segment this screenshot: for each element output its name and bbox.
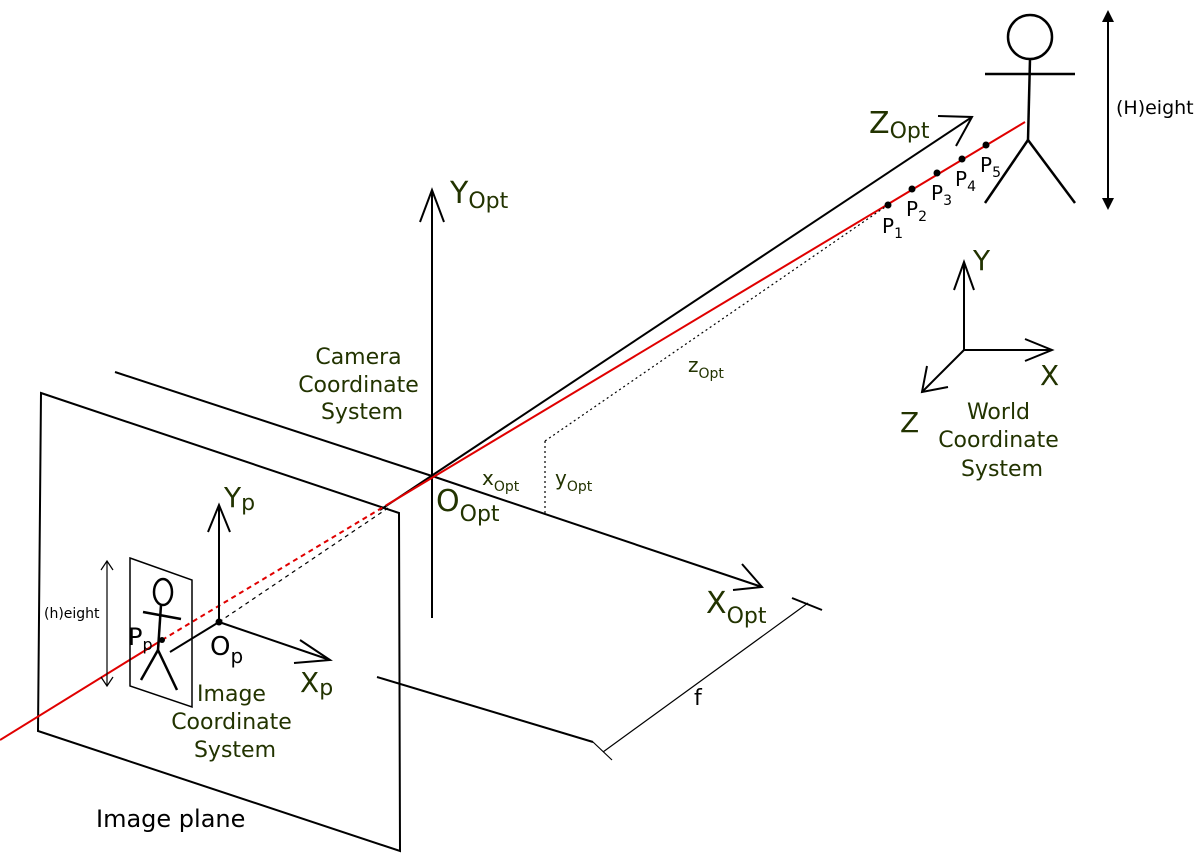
image-figure-head xyxy=(152,577,174,607)
image-origin-dot xyxy=(215,618,223,626)
p1-dotted-ray xyxy=(544,204,889,442)
image-origin-label: Op xyxy=(210,632,243,668)
world-figure-leg-right xyxy=(1026,139,1077,204)
camera-z-label: ZOpt xyxy=(869,106,930,144)
world-y-label: Y xyxy=(972,244,991,277)
point-p4-label: P4 xyxy=(955,167,976,195)
focal-tick-bottom xyxy=(592,741,613,761)
image-figure-leg-left xyxy=(139,649,160,681)
image-figure-body xyxy=(156,604,163,651)
image-height-arrowhead-bottom xyxy=(100,676,114,688)
world-height-arrowhead-top xyxy=(1102,10,1114,22)
image-height-arrowhead-top xyxy=(100,559,114,571)
camera-origin-label: OOpt xyxy=(436,484,500,527)
image-figure-arms xyxy=(142,610,182,621)
focal-length-label: f xyxy=(694,686,703,711)
world-system-label: World Coordinate System xyxy=(938,400,1066,482)
image-x-axis xyxy=(218,621,331,661)
point-p2 xyxy=(908,185,916,193)
point-p2-label: P2 xyxy=(906,197,927,225)
camera-y-label: YOpt xyxy=(449,176,509,214)
image-plane xyxy=(36,391,402,853)
world-x-label: X xyxy=(1040,359,1059,392)
camera-x-axis-back xyxy=(114,371,436,478)
image-system-label: Image Coordinate System xyxy=(171,682,299,763)
camera-system-label: Camera Coordinate System xyxy=(298,345,426,425)
point-p5-label: P5 xyxy=(980,153,1001,181)
image-figure-frame xyxy=(129,556,193,709)
focal-dimension-line xyxy=(602,602,809,753)
world-z-arrowhead xyxy=(920,365,949,394)
x-offset-label: xOpt xyxy=(482,466,520,495)
image-y-arrowhead xyxy=(207,502,231,533)
image-x-label: Xp xyxy=(300,666,333,701)
camera-x-label: XOpt xyxy=(706,586,767,629)
world-figure-leg-left xyxy=(983,139,1030,204)
point-p1 xyxy=(884,201,892,209)
world-y-arrowhead xyxy=(953,259,975,291)
world-x-arrowhead xyxy=(1024,338,1055,362)
world-height-arrowhead-bottom xyxy=(1102,198,1114,210)
image-plane-label: Image plane xyxy=(96,805,245,833)
image-x-arrowhead xyxy=(293,639,333,664)
world-height-label: (H)eight xyxy=(1116,97,1194,119)
point-p5 xyxy=(982,141,990,149)
z-offset-label: zOpt xyxy=(688,353,724,382)
ground-line-lower xyxy=(376,676,594,743)
image-point-label: Pp xyxy=(128,623,153,654)
image-origin-ray xyxy=(218,507,389,623)
point-p3-label: P3 xyxy=(931,181,952,209)
camera-z-axis xyxy=(379,116,973,511)
y-offset-label: yOpt xyxy=(555,466,593,495)
camera-x-axis xyxy=(434,476,763,588)
projection-ray-back xyxy=(389,121,1026,504)
point-p3 xyxy=(933,169,941,177)
camera-x-arrowhead xyxy=(732,563,765,591)
image-y-label: Yp xyxy=(223,481,255,516)
projection-ray-dashed xyxy=(161,502,391,641)
image-height-label: (h)eight xyxy=(44,606,100,622)
world-figure-body xyxy=(1026,58,1032,141)
point-p1-label: P1 xyxy=(882,214,903,242)
world-z-label: Z xyxy=(900,406,919,439)
world-z-axis xyxy=(921,349,965,393)
image-z-axis xyxy=(169,621,220,653)
projection-ray-front xyxy=(0,639,163,741)
image-point-dot xyxy=(159,637,165,643)
world-figure-head xyxy=(1006,13,1054,61)
point-p4 xyxy=(958,155,966,163)
image-figure-leg-right xyxy=(156,649,179,691)
camera-y-arrowhead xyxy=(419,187,445,223)
camera-z-arrowhead xyxy=(937,115,974,147)
